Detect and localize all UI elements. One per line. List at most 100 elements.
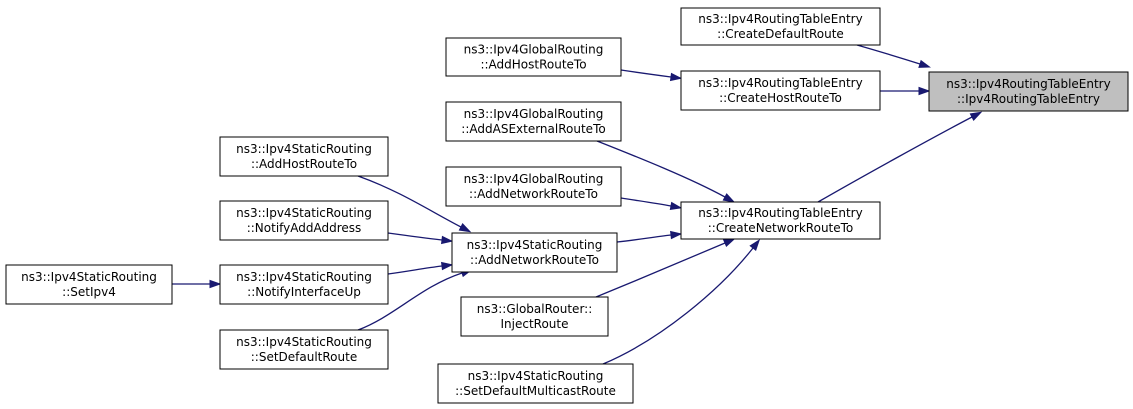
node-static-set-default-route[interactable]: ns3::Ipv4StaticRouting::SetDefaultRoute bbox=[219, 329, 389, 370]
node-label-line: ns3::Ipv4RoutingTableEntry bbox=[698, 12, 862, 26]
edge-line bbox=[856, 44, 921, 65]
node-box bbox=[219, 329, 389, 370]
node-label-line: ns3::Ipv4StaticRouting bbox=[468, 369, 604, 383]
node-create-network-route-to[interactable]: ns3::Ipv4RoutingTableEntry::CreateNetwor… bbox=[680, 201, 881, 240]
node-label-line: ns3::Ipv4RoutingTableEntry bbox=[698, 76, 862, 90]
node-label-line: InjectRoute bbox=[501, 317, 569, 331]
arrowhead bbox=[441, 235, 454, 245]
edge-create-network-route-to-to-root bbox=[817, 111, 983, 203]
edge-line bbox=[387, 232, 443, 241]
node-static-add-host-route-to[interactable]: ns3::Ipv4StaticRouting::AddHostRouteTo bbox=[219, 136, 389, 177]
arrowhead bbox=[969, 111, 983, 121]
edge-line bbox=[596, 140, 726, 198]
node-label-line: ns3::Ipv4GlobalRouting bbox=[464, 43, 604, 57]
node-box bbox=[445, 101, 622, 142]
arrowhead bbox=[918, 86, 931, 96]
arrowhead bbox=[209, 279, 222, 289]
node-label-line: ns3::Ipv4StaticRouting bbox=[236, 270, 372, 284]
node-box bbox=[460, 296, 609, 337]
node-label-line: ::CreateDefaultRoute bbox=[717, 27, 844, 41]
node-label-line: ::AddHostRouteTo bbox=[480, 58, 586, 72]
node-static-add-network-route-to[interactable]: ns3::Ipv4StaticRouting::AddNetworkRouteT… bbox=[451, 232, 618, 273]
edge-create-host-route-to-to-root bbox=[880, 86, 931, 96]
arrowhead bbox=[749, 238, 761, 251]
edge-static-notify-add-address-to-static-add-network-route-to bbox=[387, 232, 454, 245]
node-box bbox=[451, 232, 618, 273]
node-label-line: ::CreateHostRouteTo bbox=[719, 91, 842, 105]
edge-static-notify-interface-up-to-static-add-network-route-to bbox=[387, 261, 454, 275]
node-label-line: ns3::Ipv4StaticRouting bbox=[236, 142, 372, 156]
node-global-router-inject-route[interactable]: ns3::GlobalRouter::InjectRoute bbox=[460, 296, 609, 337]
arrowhead bbox=[918, 59, 931, 68]
node-label-line: ns3::Ipv4RoutingTableEntry bbox=[946, 77, 1110, 91]
edge-static-add-network-route-to-to-create-network-route-to bbox=[616, 230, 683, 243]
edge-line bbox=[595, 242, 726, 298]
node-box bbox=[445, 166, 622, 207]
node-label-line: ns3::GlobalRouter:: bbox=[477, 302, 593, 316]
node-label-line: ns3::Ipv4StaticRouting bbox=[467, 238, 603, 252]
node-label-line: ns3::Ipv4GlobalRouting bbox=[464, 172, 604, 186]
node-box bbox=[928, 71, 1129, 112]
edge-global-router-inject-route-to-create-network-route-to bbox=[595, 238, 736, 298]
nodes-layer: ns3::Ipv4RoutingTableEntry::Ipv4RoutingT… bbox=[5, 7, 1129, 404]
node-box bbox=[219, 136, 389, 177]
node-label-line: ::NotifyInterfaceUp bbox=[247, 285, 361, 299]
node-label-line: ::SetIpv4 bbox=[62, 285, 116, 299]
node-box bbox=[445, 37, 622, 77]
node-global-add-as-external-route-to[interactable]: ns3::Ipv4GlobalRouting::AddASExternalRou… bbox=[445, 101, 622, 142]
node-create-default-route[interactable]: ns3::Ipv4RoutingTableEntry::CreateDefaul… bbox=[680, 7, 881, 46]
node-label-line: ns3::Ipv4StaticRouting bbox=[236, 206, 372, 220]
node-static-notify-interface-up[interactable]: ns3::Ipv4StaticRouting::NotifyInterfaceU… bbox=[219, 264, 389, 305]
node-global-add-host-route-to[interactable]: ns3::Ipv4GlobalRouting::AddHostRouteTo bbox=[445, 37, 622, 77]
node-box bbox=[680, 7, 881, 46]
node-box bbox=[680, 201, 881, 240]
edges-layer bbox=[172, 44, 983, 365]
edge-line bbox=[616, 234, 672, 243]
node-label-line: ::NotifyAddAddress bbox=[247, 221, 362, 235]
edge-line bbox=[620, 197, 672, 207]
arrowhead bbox=[669, 72, 683, 82]
edge-line bbox=[602, 247, 754, 365]
arrowhead bbox=[670, 230, 683, 240]
edge-line bbox=[357, 175, 462, 228]
arrowhead bbox=[669, 201, 683, 211]
node-label-line: ::AddNetworkRouteTo bbox=[469, 187, 598, 201]
node-box bbox=[219, 264, 389, 305]
node-label-line: ::SetDefaultMulticastRoute bbox=[455, 384, 616, 398]
node-label-line: ns3::Ipv4RoutingTableEntry bbox=[698, 206, 862, 220]
node-label-line: ::Ipv4RoutingTableEntry bbox=[957, 92, 1100, 106]
node-static-set-ipv4[interactable]: ns3::Ipv4StaticRouting::SetIpv4 bbox=[5, 264, 173, 305]
edge-global-add-as-external-route-to-to-create-network-route-to bbox=[596, 140, 736, 203]
edge-static-add-host-route-to-to-static-add-network-route-to bbox=[357, 175, 472, 233]
node-label-line: ns3::Ipv4StaticRouting bbox=[236, 335, 372, 349]
node-root[interactable]: ns3::Ipv4RoutingTableEntry::Ipv4RoutingT… bbox=[928, 71, 1129, 112]
node-label-line: ns3::Ipv4GlobalRouting bbox=[464, 107, 604, 121]
edge-line bbox=[817, 116, 973, 203]
node-label-line: ::SetDefaultRoute bbox=[251, 350, 357, 364]
node-label-line: ns3::Ipv4StaticRouting bbox=[21, 270, 157, 284]
node-label-line: ::AddHostRouteTo bbox=[251, 157, 357, 171]
arrowhead bbox=[722, 238, 736, 248]
node-box bbox=[437, 363, 634, 404]
node-box bbox=[680, 70, 881, 111]
edge-line bbox=[357, 272, 463, 331]
node-label-line: ::CreateNetworkRouteTo bbox=[708, 221, 854, 235]
edge-static-set-default-multicast-route-to-create-network-route-to bbox=[602, 238, 761, 365]
edge-static-set-ipv4-to-static-notify-interface-up bbox=[172, 279, 222, 289]
arrowhead bbox=[458, 223, 472, 233]
node-static-notify-add-address[interactable]: ns3::Ipv4StaticRouting::NotifyAddAddress bbox=[219, 200, 389, 241]
edge-line bbox=[387, 265, 443, 275]
node-create-host-route-to[interactable]: ns3::Ipv4RoutingTableEntry::CreateHostRo… bbox=[680, 70, 881, 111]
edge-line bbox=[620, 69, 672, 78]
edge-create-default-route-to-root bbox=[856, 44, 931, 68]
node-box bbox=[219, 200, 389, 241]
edge-global-add-host-route-to-to-create-host-route-to bbox=[620, 69, 683, 82]
arrowhead bbox=[441, 261, 454, 271]
node-static-set-default-multicast-route[interactable]: ns3::Ipv4StaticRouting::SetDefaultMultic… bbox=[437, 363, 634, 404]
node-box bbox=[5, 264, 173, 305]
arrowhead bbox=[722, 193, 736, 203]
edge-global-add-network-route-to-to-create-network-route-to bbox=[620, 197, 683, 211]
node-label-line: ::AddNetworkRouteTo bbox=[470, 253, 599, 267]
node-global-add-network-route-to[interactable]: ns3::Ipv4GlobalRouting::AddNetworkRouteT… bbox=[445, 166, 622, 207]
